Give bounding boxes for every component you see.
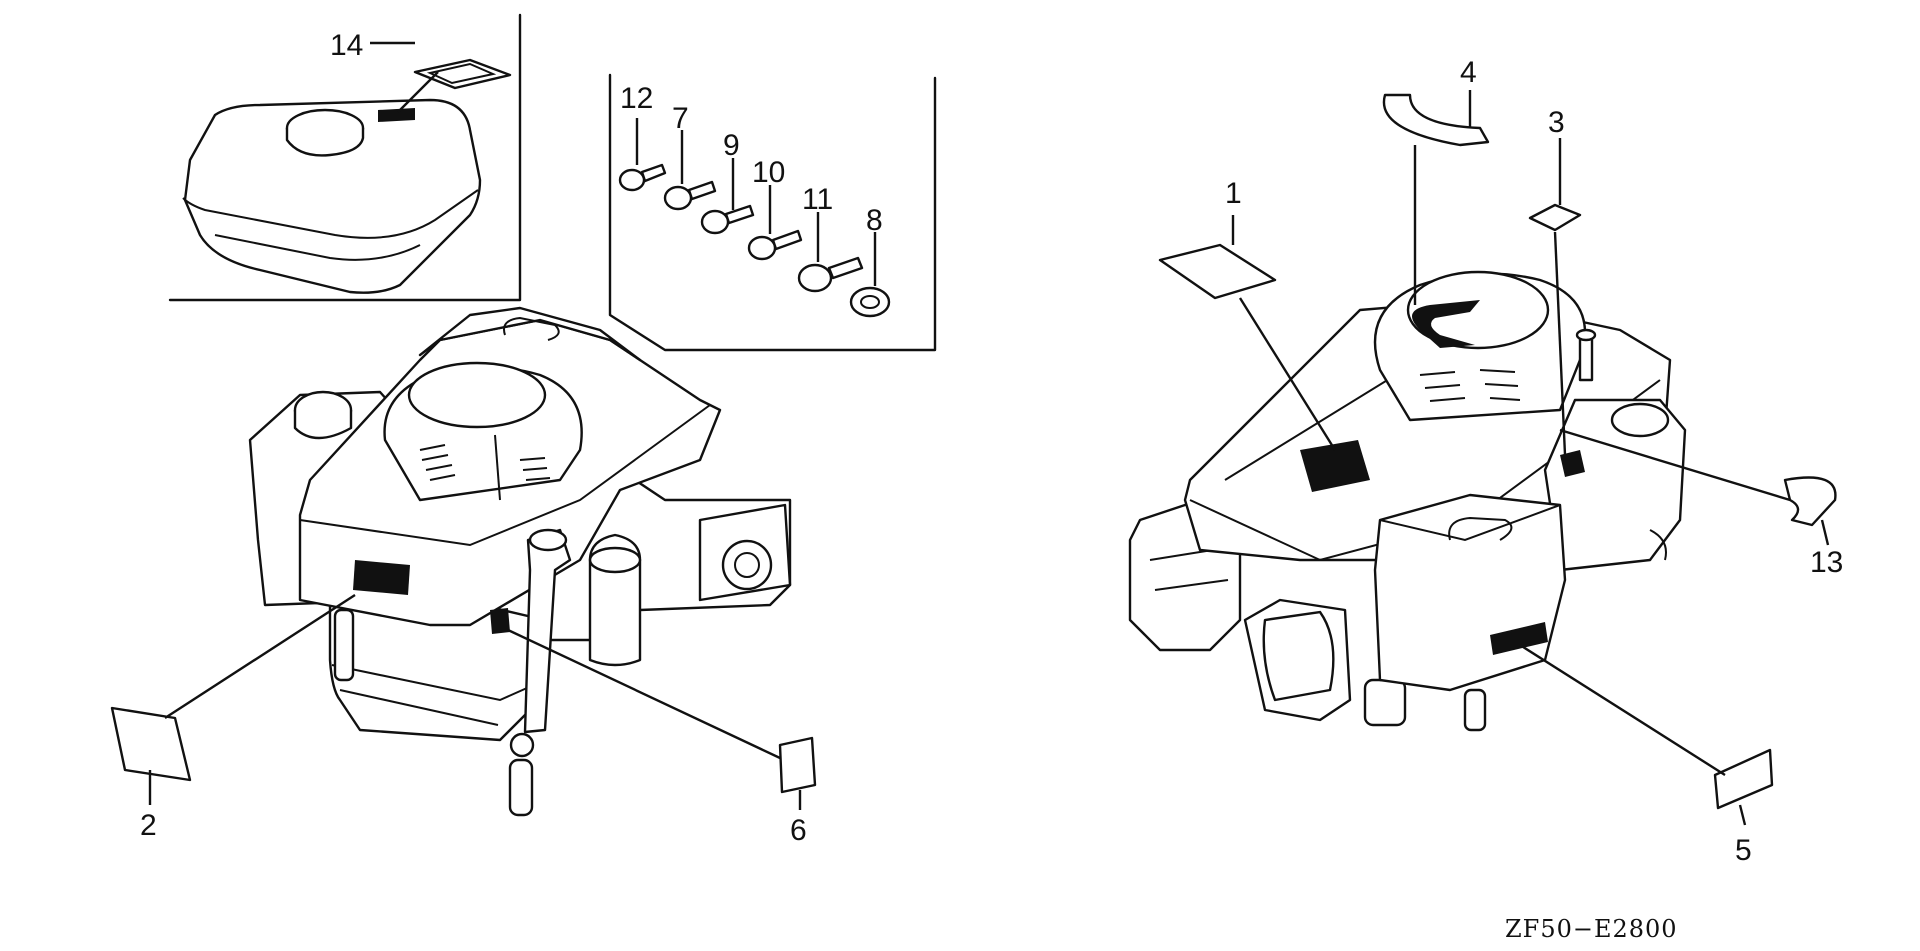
- label-5: [1713, 748, 1774, 810]
- callout-3: 3: [1548, 106, 1565, 139]
- bolt-9: [700, 204, 755, 235]
- callout-7: 7: [672, 102, 689, 135]
- callout-13: 13: [1810, 546, 1843, 579]
- fasteners-inset: 12 7 9 10 11 8: [608, 73, 937, 352]
- engine-label-2-area: [353, 560, 410, 595]
- engine-label-6-area: [490, 608, 510, 634]
- callout-4: 4: [1460, 56, 1477, 89]
- callout-1: 1: [1225, 177, 1242, 210]
- fuel-tank-inset: 14: [168, 13, 522, 302]
- label-1: [1158, 243, 1277, 300]
- callout-12: 12: [620, 82, 653, 115]
- label-6: [778, 736, 817, 794]
- engine-left: [248, 306, 792, 817]
- bolt-11: [797, 256, 864, 293]
- callout-10: 10: [752, 156, 785, 189]
- callout-14: 14: [330, 29, 363, 62]
- label-4: [1382, 93, 1490, 147]
- bolt-12: [618, 163, 667, 192]
- callout-6: 6: [790, 814, 807, 847]
- engine-right: [1128, 270, 1687, 732]
- callout-2: 2: [140, 809, 157, 842]
- bolt-7: [663, 180, 717, 211]
- callout-11: 11: [802, 183, 833, 216]
- bolt-10: [747, 229, 803, 261]
- label-13: [1783, 476, 1837, 527]
- tank-label: [378, 108, 415, 122]
- washer-8: [849, 286, 891, 318]
- engine-label-1-area: [1300, 440, 1370, 492]
- engine-label-5-area: [1490, 622, 1548, 655]
- label-14: [413, 58, 512, 90]
- callout-5: 5: [1735, 834, 1752, 867]
- fuel-tank: [182, 98, 482, 294]
- label-3: [1528, 203, 1582, 232]
- label-2: [110, 706, 192, 782]
- drawing-code: ZF50−E2800: [1505, 915, 1678, 943]
- callout-8: 8: [866, 204, 883, 237]
- engine-label-3-area: [1560, 450, 1585, 477]
- callout-9: 9: [723, 129, 740, 162]
